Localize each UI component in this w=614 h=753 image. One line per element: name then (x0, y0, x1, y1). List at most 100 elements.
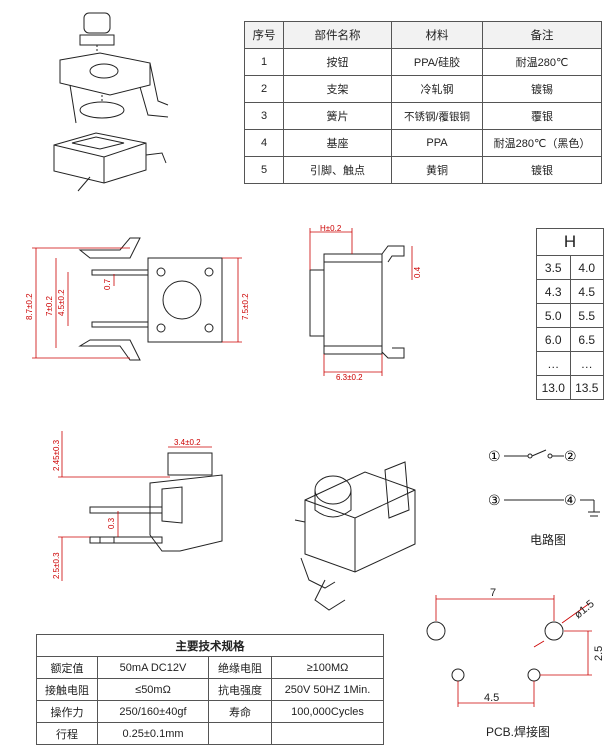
header-cell: 部件名称 (283, 21, 392, 49)
table-cell: 13.5 (569, 375, 604, 400)
table-cell: 5.5 (569, 303, 604, 328)
circuit-diagram: ① ② ③ ④ (488, 448, 600, 517)
table-row: 2 支架 冷轧钢 镀锡 (244, 75, 602, 103)
table-cell: 4 (244, 129, 284, 157)
pin-4-label: ④ (564, 492, 577, 508)
table-cell: 接触电阻 (36, 678, 98, 701)
pcb-pitch-v-label: 2.5 (593, 646, 605, 661)
pcb-width-label: 7 (490, 587, 496, 599)
spec-title-row: 主要技术规格 (36, 634, 384, 657)
table-cell: ≥100MΩ (271, 656, 384, 679)
table-row: 13.0 13.5 (536, 375, 604, 400)
table-cell: PPA (391, 129, 483, 157)
pin-3-label: ③ (488, 492, 501, 508)
table-cell: 50mA DC12V (97, 656, 209, 679)
dim-lower-mid: 0.3 (107, 517, 116, 529)
pcb-hole-label: ø1.5 (572, 598, 597, 621)
table-cell: 4.0 (569, 255, 604, 280)
lower-side-view-drawing: 2.45±0.3 3.4±0.2 0.3 2.5±0.3 (52, 431, 223, 581)
table-cell: 簧片 (283, 102, 392, 130)
table-cell: 行程 (36, 722, 98, 745)
dim-lower-btn: 3.4±0.2 (174, 438, 201, 447)
table-cell: 支架 (283, 75, 392, 103)
table-row: 6.0 6.5 (536, 327, 604, 352)
table-row: 5 引脚、触点 黄铜 镀银 (244, 156, 602, 184)
table-cell: 6.0 (536, 327, 571, 352)
header-cell: 材料 (391, 21, 483, 49)
table-cell: 寿命 (208, 700, 272, 723)
dim-side-w: 6.3±0.2 (336, 373, 363, 382)
dim-lower-bottom: 2.5±0.3 (52, 552, 61, 579)
dim-lower-top: 2.45±0.3 (52, 439, 61, 471)
table-row: 3 簧片 不锈钢/覆银铜 覆银 (244, 102, 602, 130)
table-cell: 耐温280℃（黑色） (482, 129, 602, 157)
parts-table-header: 序号 部件名称 材料 备注 (244, 21, 602, 49)
dim-front-inner: 4.5±0.2 (57, 289, 66, 316)
exploded-view-drawing (53, 12, 169, 192)
table-cell: 绝缘电阻 (208, 656, 272, 679)
h-header: H (536, 228, 604, 256)
table-cell: 5.0 (536, 303, 571, 328)
table-row: 4.3 4.5 (536, 279, 604, 304)
pin-1-label: ① (488, 448, 501, 464)
table-row: 1 按钮 PPA/硅胶 耐温280℃ (244, 48, 602, 76)
table-cell: 耐温280℃ (482, 48, 602, 76)
table-cell (271, 722, 384, 745)
table-cell: 按钮 (283, 48, 392, 76)
table-cell: 镀银 (482, 156, 602, 184)
table-cell: PPA/硅胶 (391, 48, 483, 76)
table-cell: ≤50mΩ (97, 678, 209, 701)
table-cell: 镀锡 (482, 75, 602, 103)
table-row: 行程 0.25±0.1mm (36, 722, 384, 745)
table-cell (208, 722, 272, 745)
table-cell: 250/160±40gf (97, 700, 209, 723)
dim-front-body: 7.5±0.2 (241, 293, 250, 320)
table-cell: 操作力 (36, 700, 98, 723)
table-cell: 4.5 (569, 279, 604, 304)
table-cell: 额定值 (36, 656, 98, 679)
pcb-caption: PCB.焊接图 (486, 725, 551, 739)
table-cell: 5 (244, 156, 284, 184)
table-cell: 3 (244, 102, 284, 130)
header-cell: 序号 (244, 21, 284, 49)
h-table-header: H (536, 228, 604, 256)
parts-table: 序号 部件名称 材料 备注 1 按钮 PPA/硅胶 耐温280℃ 2 支架 冷轧… (244, 21, 602, 184)
table-cell: 2 (244, 75, 284, 103)
table-cell: 4.3 (536, 279, 571, 304)
table-cell: 引脚、触点 (283, 156, 392, 184)
pcb-layout-drawing: 7 ø1.5 2.5 4.5 (426, 587, 605, 707)
table-row: 4 基座 PPA 耐温280℃（黑色） (244, 129, 602, 157)
spec-title: 主要技术规格 (36, 634, 384, 657)
table-row: 操作力 250/160±40gf 寿命 100,000Cycles (36, 700, 384, 723)
side-view-drawing: H±0.2 6.3±0.2 0.4 (309, 224, 422, 382)
header-cell: 备注 (482, 21, 602, 49)
front-view-drawing: 8.7±0.2 7±0.2 4.5±0.2 0.7 7.5±0.2 (25, 237, 250, 361)
dim-side-h: H±0.2 (320, 224, 342, 233)
table-cell: 100,000Cycles (271, 700, 384, 723)
table-cell: … (569, 351, 604, 376)
table-row: 3.5 4.0 (536, 255, 604, 280)
isometric-view-drawing (294, 461, 416, 611)
table-row: 5.0 5.5 (536, 303, 604, 328)
table-cell: 冷轧钢 (391, 75, 483, 103)
table-row: 接触电阻 ≤50mΩ 抗电强度 250V 50HZ 1Min. (36, 678, 384, 701)
table-cell: 3.5 (536, 255, 571, 280)
table-cell: 0.25±0.1mm (97, 722, 209, 745)
table-cell: 1 (244, 48, 284, 76)
dim-side-pin: 0.4 (413, 266, 422, 278)
table-cell: 抗电强度 (208, 678, 272, 701)
table-cell: … (536, 351, 571, 376)
dim-front-pitch: 7±0.2 (45, 295, 54, 316)
h-table: H 3.5 4.0 4.3 4.5 5.0 5.5 6.0 6.5 … … 13… (536, 228, 604, 400)
pcb-pitch-h-label: 4.5 (484, 692, 499, 704)
table-cell: 250V 50HZ 1Min. (271, 678, 384, 701)
table-cell: 6.5 (569, 327, 604, 352)
circuit-caption: 电路图 (530, 533, 567, 547)
table-cell: 覆银 (482, 102, 602, 130)
table-cell: 黄铜 (391, 156, 483, 184)
table-row: … … (536, 351, 604, 376)
table-cell: 基座 (283, 129, 392, 157)
spec-table: 主要技术规格 额定值 50mA DC12V 绝缘电阻 ≥100MΩ 接触电阻 ≤… (36, 634, 384, 745)
table-cell: 13.0 (536, 375, 571, 400)
dim-front-total: 8.7±0.2 (25, 293, 34, 320)
